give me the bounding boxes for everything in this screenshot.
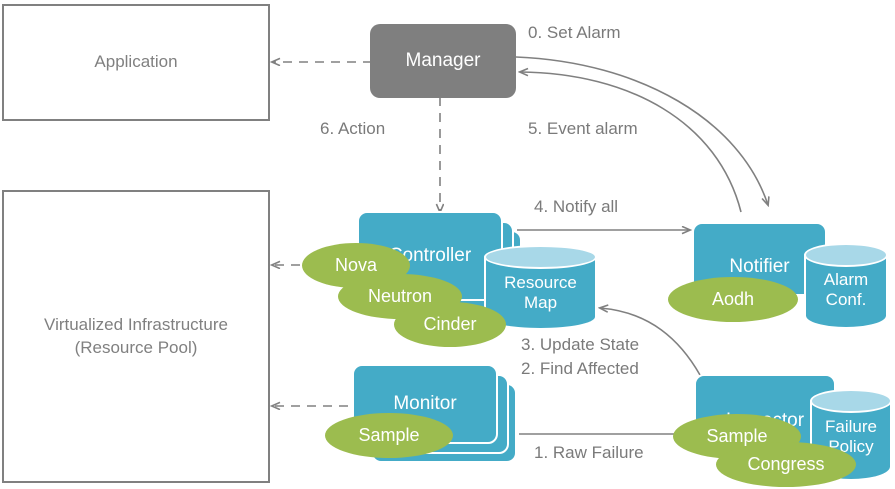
edge-label-action: 6. Action [320,119,386,138]
infrastructure-box: Virtualized Infrastructure (Resource Poo… [2,190,270,483]
controller-label: Controller [388,245,472,266]
resource-map-label: Resource Map [504,273,577,312]
badge-neutron-label: Neutron [367,286,433,306]
application-box: Application [2,4,270,121]
cylinder-top [810,389,892,413]
cylinder-body [484,257,597,330]
edge-event-alarm [520,72,742,213]
notifier-label: Notifier [729,256,790,277]
edge-label-find-affected: 2. Find Affected [521,359,639,378]
badge-congress[interactable]: Congress [716,442,856,487]
edge-label-event-alarm: 5. Event alarm [528,119,638,138]
resource-map-cylinder[interactable]: Resource Map [484,245,597,330]
failure-policy-cylinder[interactable]: Failure Policy [810,389,892,481]
edge-set-alarm [515,56,768,205]
badge-sample-monitor[interactable]: Sample [325,413,453,458]
edge-label-update-state: 3. Update State [521,335,640,354]
cylinder-top [484,245,597,269]
manager-label: Manager [405,50,481,71]
badge-aodh-label: Aodh [711,289,755,309]
edge-update-state [600,308,701,376]
cylinder-body [804,255,888,329]
application-label: Application [94,52,178,72]
badge-sample-inspector-label: Sample [706,426,768,446]
badge-nova-label: Nova [334,255,378,275]
alarm-conf-label: Alarm Conf. [823,270,869,309]
badge-cinder[interactable]: Cinder [394,302,506,347]
badge-congress-label: Congress [747,454,825,474]
edge-label-set-alarm: 0. Set Alarm [528,23,621,42]
badge-cinder-label: Cinder [423,314,477,334]
cylinder-top [804,243,888,267]
failure-policy-label: Failure Policy [825,417,877,456]
manager-box[interactable]: Manager [370,24,516,98]
edge-label-raw-failure: 1. Raw Failure [534,443,644,462]
monitor-label: Monitor [393,393,457,414]
badge-sample-monitor-label: Sample [358,425,420,445]
alarm-conf-cylinder[interactable]: Alarm Conf. [804,243,888,329]
badge-aodh[interactable]: Aodh [668,277,798,322]
edge-label-notify-all: 4. Notify all [534,197,619,216]
infrastructure-label: Virtualized Infrastructure (Resource Poo… [44,314,228,357]
